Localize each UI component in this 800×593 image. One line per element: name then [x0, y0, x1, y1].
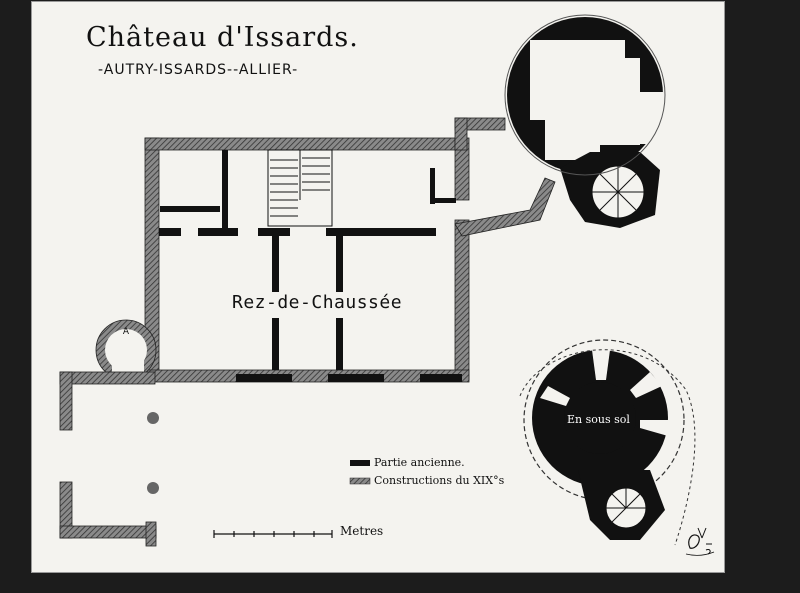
legend-label-19th-century: Constructions du XIX°s [374, 474, 505, 487]
courtyard-walls [59, 371, 157, 547]
main-building-walls [144, 117, 506, 383]
drawing-title: Château d'Issards. [86, 22, 359, 53]
west-turret: A [95, 319, 157, 382]
basement-tower [519, 339, 696, 546]
interior-partitions [159, 150, 462, 382]
tower-marker: A [123, 327, 130, 337]
scale-bar [213, 530, 333, 538]
signature-monogram [685, 527, 715, 556]
courtyard-columns [147, 412, 159, 494]
drawing-subtitle: -AUTRY-ISSARDS--ALLIER- [98, 62, 299, 78]
connecting-wall [454, 177, 556, 237]
floor-label: Rez-de-Chaussée [232, 292, 403, 313]
legend-label-ancient: Partie ancienne. [374, 456, 465, 469]
main-staircase [267, 149, 333, 227]
northeast-tower [504, 14, 666, 228]
legend-swatch-19th-century [349, 477, 371, 485]
scale-label: Metres [340, 524, 384, 538]
basement-label: En sous sol [567, 413, 630, 426]
legend-swatch-ancient [350, 460, 370, 466]
